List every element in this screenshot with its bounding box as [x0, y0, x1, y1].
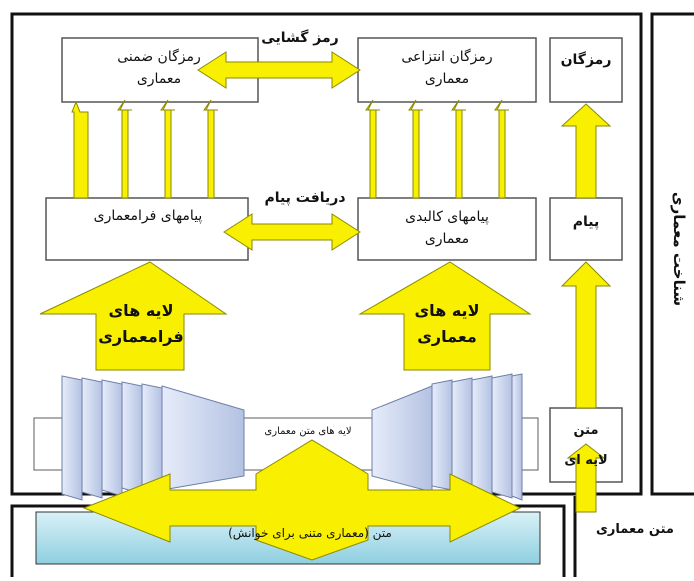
meta-messages-label: پیامهای فرامعماری [93, 208, 203, 224]
text-layers-label: لایه های متن معماری [264, 426, 352, 437]
thin-arrow-right-1 [365, 99, 380, 199]
message-box [549, 197, 623, 261]
layered-text-line2: لایه ای [564, 453, 608, 468]
thin-arrow-right-2 [408, 99, 423, 199]
architecture-to-text-arrow [566, 443, 606, 513]
bottom-double-arrow [82, 439, 522, 561]
text-to-message-arrow [560, 261, 612, 409]
body-messages-label: پیامهای کالبدی معماری [360, 206, 534, 250]
arch-layers-arrow [358, 261, 532, 371]
abstract-code-line1: رمزگان انتزاعی [401, 49, 493, 65]
meta-layers-line1: لایه های [108, 301, 174, 320]
right-slab-stack [371, 373, 523, 501]
message-double-arrow [223, 213, 361, 251]
meta-layers-arrow [39, 261, 228, 371]
arch-layers-line1: لایه های [414, 301, 480, 320]
meta-layers-line2: فرامعماری [98, 327, 184, 346]
meta-layers-label: لایه های فرامعماری [86, 298, 196, 350]
meta-messages-box [45, 197, 249, 261]
message-receive-label: دریافت پیام [264, 190, 346, 206]
thin-arrow-left-3 [160, 99, 175, 199]
message-to-code-arrow [560, 103, 612, 199]
thin-arrow-left-1 [71, 100, 89, 199]
arch-layers-label: لایه های معماری [392, 298, 502, 350]
architecture-text-label: متن معماری [596, 522, 674, 537]
layered-text-label: متن لایه ای [552, 416, 620, 476]
code-label: رمزگان [560, 52, 612, 68]
implicit-code-line1: رمزگان ضمنی [117, 49, 201, 65]
body-messages-line2: معماری [424, 231, 470, 247]
side-frame [650, 12, 694, 496]
abstract-code-box [357, 37, 537, 103]
decoding-double-arrow [197, 51, 361, 89]
side-title-label: شناخت معماری [670, 191, 688, 307]
implicit-code-line2: معماری [136, 71, 182, 87]
layered-text-line1: متن [573, 423, 599, 438]
implicit-code-label: رمزگان ضمنی معماری [64, 46, 254, 90]
abstract-code-label: رمزگان انتزاعی معماری [360, 46, 534, 90]
thin-arrow-right-3 [451, 99, 466, 199]
arch-layers-line2: معماری [417, 327, 477, 346]
message-label: پیام [572, 214, 600, 230]
body-messages-line1: پیامهای کالبدی [405, 209, 489, 225]
left-slab-stack [61, 375, 245, 501]
thin-arrow-right-4 [494, 99, 509, 199]
code-box [549, 37, 623, 103]
thin-arrow-left-4 [203, 99, 218, 199]
reading-text-label: متن (معماری متنی برای خوانش) [228, 526, 392, 540]
body-messages-box [357, 197, 537, 261]
thin-arrow-left-2 [117, 99, 132, 199]
decoding-label: رمز گشایی [261, 30, 339, 46]
abstract-code-line2: معماری [424, 71, 470, 87]
